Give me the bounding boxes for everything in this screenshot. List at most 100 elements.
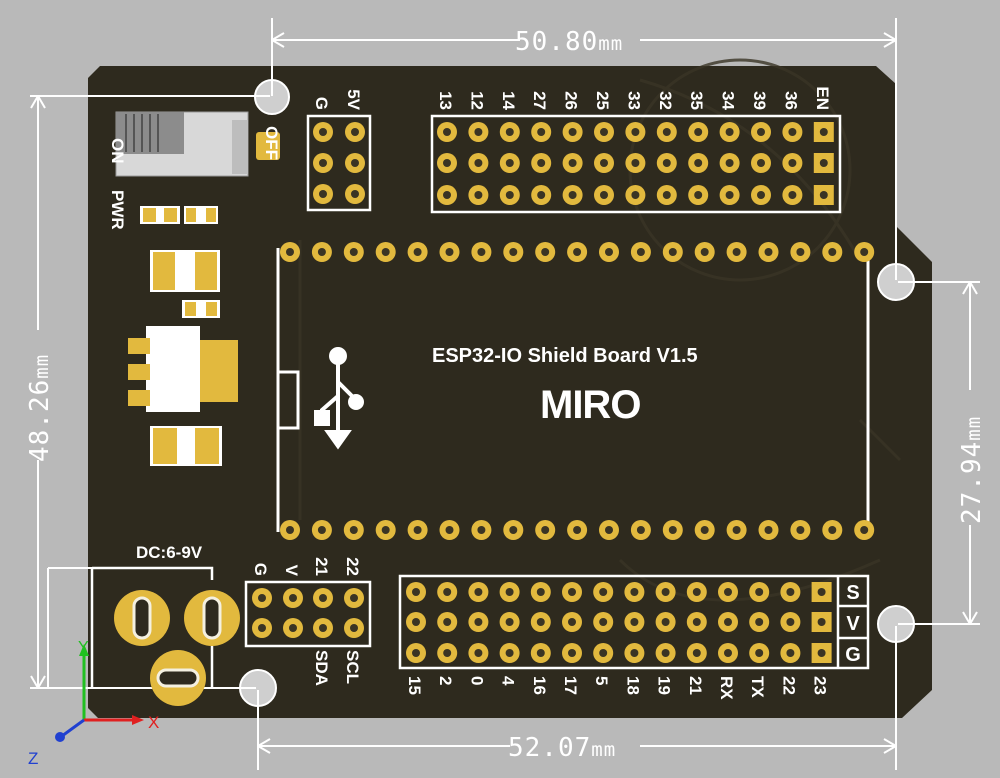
pin-label: V <box>282 565 301 577</box>
pin-hole <box>694 159 703 167</box>
pin-hole <box>505 159 514 167</box>
pin-hole <box>605 526 613 534</box>
pin-hole <box>568 159 577 167</box>
pin-hole <box>636 248 645 256</box>
pin-label: 27 <box>530 91 549 110</box>
dc-input-label: DC:6-9V <box>136 543 203 562</box>
pin-hole <box>505 191 514 199</box>
pin-hole <box>413 248 422 256</box>
pin-hole <box>860 526 869 534</box>
pin-hole <box>319 159 327 167</box>
pin-label: TX <box>748 676 767 698</box>
pin-hole <box>412 588 420 596</box>
pin-hole <box>286 248 294 256</box>
pin-hole <box>819 128 828 136</box>
pin-label: 12 <box>467 91 486 110</box>
pin-hole <box>351 159 359 167</box>
usb-icon <box>314 347 364 450</box>
pin-hole <box>788 191 797 199</box>
pin-label: 21 <box>686 676 705 695</box>
pin-hole <box>443 191 451 199</box>
pin-hole <box>631 128 640 136</box>
pin-hole <box>786 649 795 657</box>
switch-off-label: OFF <box>262 126 281 160</box>
miro-logo: MIRO <box>540 383 640 427</box>
pin-hole <box>474 191 483 199</box>
pin-hole <box>788 128 797 136</box>
pin-label: 4 <box>499 676 518 686</box>
pin-label: SCL <box>343 650 362 684</box>
pin-hole <box>536 649 545 657</box>
pin-label: 35 <box>687 91 706 110</box>
pin-hole <box>350 594 358 602</box>
pin-hole <box>317 526 326 534</box>
pin-hole <box>631 191 640 199</box>
pin-hole <box>668 526 677 534</box>
pin-hole <box>786 618 795 626</box>
pin-hole <box>732 526 741 534</box>
pin-hole <box>474 159 483 167</box>
pin-hole <box>605 248 613 256</box>
axis-y-label: Y <box>78 639 89 656</box>
pin-label: 21 <box>312 557 331 576</box>
pin-label: 23 <box>811 676 830 695</box>
pin-label: 5V <box>344 89 363 110</box>
pin-hole <box>796 248 805 256</box>
pin-hole <box>599 649 608 657</box>
power-led-label: PWR <box>108 190 127 230</box>
pin-hole <box>724 588 732 596</box>
pin-hole <box>630 618 639 626</box>
pin-hole <box>477 248 486 256</box>
pin-hole <box>600 128 608 136</box>
pin-hole <box>317 248 326 256</box>
pin-hole <box>505 649 514 657</box>
pin-label: G <box>251 563 270 576</box>
pin-hole <box>819 159 828 167</box>
power-switch <box>115 111 280 177</box>
pin-hole <box>413 526 422 534</box>
pin-hole <box>757 128 765 136</box>
pin-hole <box>350 624 358 632</box>
pin-hole <box>412 618 420 626</box>
pin-hole <box>599 588 608 596</box>
switch-on-label: ON <box>108 138 127 164</box>
pin-label: RX <box>717 676 736 700</box>
pin-label: 19 <box>655 676 674 695</box>
pin-hole <box>692 649 701 657</box>
pin-label: 14 <box>499 91 518 110</box>
pin-hole <box>817 618 826 626</box>
pin-label: 33 <box>624 91 643 110</box>
i2c-header-outline <box>244 580 372 648</box>
pin-hole <box>349 526 358 534</box>
pin-hole <box>509 526 518 534</box>
pin-hole <box>541 248 550 256</box>
pin-label: 15 <box>405 676 424 695</box>
pin-hole <box>351 128 359 136</box>
pin-hole <box>755 618 764 626</box>
pin-hole <box>505 618 514 626</box>
pin-label: 2 <box>436 676 455 685</box>
pin-hole <box>537 128 546 136</box>
pin-hole <box>661 618 670 626</box>
pin-hole <box>443 128 451 136</box>
dimension-top-label: 50.80mm <box>515 27 623 57</box>
pin-hole <box>860 248 869 256</box>
pin-label: 18 <box>623 676 642 695</box>
pin-hole <box>700 248 709 256</box>
pin-label: 32 <box>656 91 675 110</box>
pin-hole <box>668 248 677 256</box>
pin-hole <box>568 649 576 657</box>
pin-hole <box>474 588 483 596</box>
pin-hole <box>573 248 582 256</box>
dc-jack <box>47 566 240 706</box>
pin-label: SDA <box>312 650 331 686</box>
pin-label: 36 <box>781 91 800 110</box>
dimension-left-label: 48.26mm <box>25 354 55 462</box>
pin-hole <box>700 526 709 534</box>
i2c-header <box>252 588 364 638</box>
pin-hole <box>600 191 608 199</box>
pin-hole <box>755 588 764 596</box>
pin-hole <box>724 649 732 657</box>
pin-hole <box>692 588 701 596</box>
